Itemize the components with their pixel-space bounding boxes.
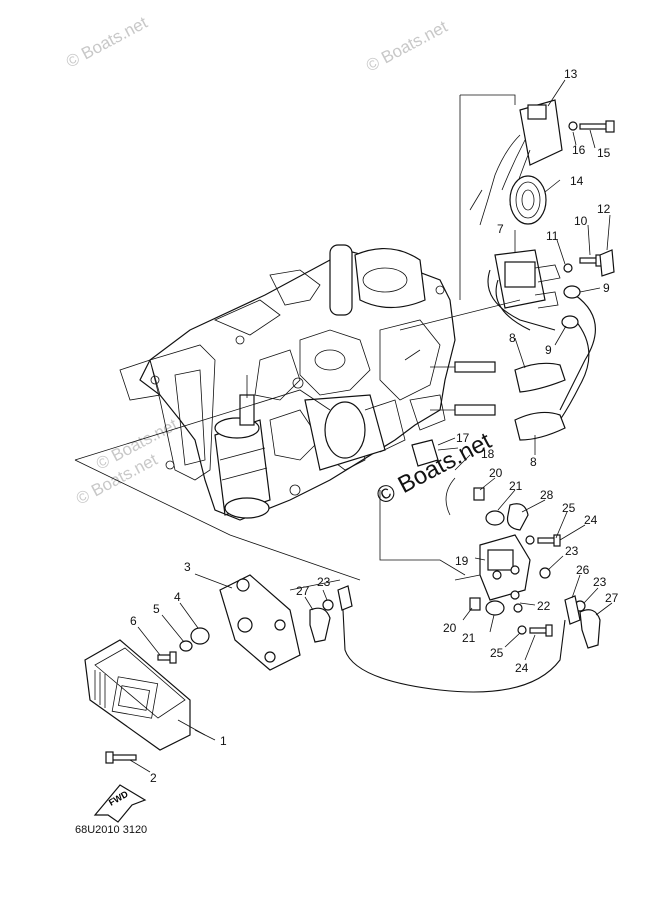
callout-8b: 8 <box>530 455 537 469</box>
mounting-plate <box>219 574 301 671</box>
grommet-21 <box>485 510 505 616</box>
callout-1: 1 <box>220 734 227 748</box>
spark-plug-cap <box>514 362 566 441</box>
callout-21b: 21 <box>462 631 476 645</box>
bolt-2 <box>105 751 137 764</box>
callout-2: 2 <box>150 771 157 785</box>
callout-23b: 23 <box>593 575 607 589</box>
callout-14: 14 <box>570 174 584 188</box>
callout-6: 6 <box>130 614 137 628</box>
callout-18: 18 <box>481 447 495 461</box>
starter-relay <box>454 534 531 601</box>
callout-23a: 23 <box>565 544 579 558</box>
callout-10: 10 <box>574 214 588 228</box>
callout-26: 26 <box>576 563 590 577</box>
callout-27a: 27 <box>296 584 310 598</box>
callout-16: 16 <box>572 143 586 157</box>
callout-3: 3 <box>184 560 191 574</box>
engine-block <box>119 244 456 521</box>
callout-25a: 25 <box>562 501 576 515</box>
callout-22a: 22 <box>537 599 551 613</box>
callout-7: 7 <box>497 222 504 236</box>
callout-17: 17 <box>456 431 470 445</box>
callout-19: 19 <box>455 554 469 568</box>
relay-cover-28 <box>506 503 529 531</box>
wire-harness-coil <box>509 175 547 225</box>
coil-bolt-10 <box>563 249 615 277</box>
cdi-unit <box>469 99 563 226</box>
callout-27b: 27 <box>605 591 619 605</box>
fwd-arrow: FWD <box>93 784 147 823</box>
callout-13: 13 <box>564 67 578 81</box>
callout-9b: 9 <box>545 343 552 357</box>
callout-23c: 23 <box>317 575 331 589</box>
callout-24b: 24 <box>515 661 529 675</box>
rectifier-regulator <box>84 639 206 751</box>
callout-24a: 24 <box>584 513 598 527</box>
callout-28: 28 <box>540 488 554 502</box>
callout-11: 11 <box>546 229 559 243</box>
callout-21a: 21 <box>509 479 523 493</box>
callout-9a: 9 <box>603 281 610 295</box>
callout-4: 4 <box>174 590 181 604</box>
watermark-top-left: © Boats.net <box>63 13 151 72</box>
ignition-coil <box>487 249 596 421</box>
leader-lines <box>129 79 613 773</box>
grommet-4-5-6 <box>157 627 210 664</box>
terminal-26 <box>564 595 581 625</box>
collar-20 <box>469 487 485 611</box>
callout-25b: 25 <box>490 646 504 660</box>
callout-20a: 20 <box>489 466 503 480</box>
callout-20b: 20 <box>443 621 457 635</box>
spark-plug <box>430 361 496 416</box>
watermark-top-right: © Boats.net <box>363 17 451 76</box>
bolt-15 <box>568 120 615 133</box>
callout-8a: 8 <box>509 331 516 345</box>
diagram-code: 68U2010 3120 <box>75 824 147 836</box>
wire-boot-27 <box>309 607 601 649</box>
callout-5: 5 <box>153 602 160 616</box>
callout-15: 15 <box>597 146 611 160</box>
thermo-sensor <box>411 439 459 516</box>
bolts-24-25 <box>517 534 561 637</box>
callout-12: 12 <box>597 202 611 216</box>
